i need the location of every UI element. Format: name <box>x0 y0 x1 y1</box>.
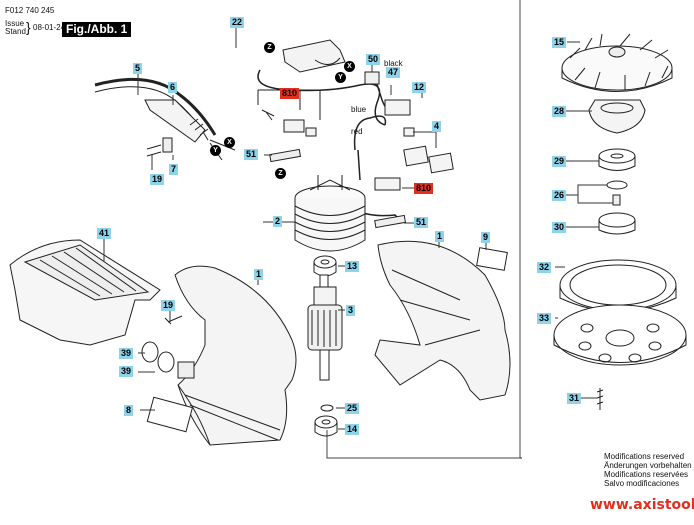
connector-marker-x-cable: X <box>224 137 235 148</box>
ring-32 <box>559 259 677 312</box>
ring-25 <box>320 404 334 412</box>
part-label-4[interactable]: 4 <box>432 121 442 132</box>
armature-3 <box>307 274 343 381</box>
part-label-5[interactable]: 5 <box>133 63 143 74</box>
wire-label-black: black <box>384 59 403 68</box>
connector-marker-z-top: Z <box>264 42 275 53</box>
brush-holder-51b <box>374 214 407 229</box>
connector-marker-y-cable: Y <box>210 145 221 156</box>
terminal-12 <box>384 99 411 116</box>
label-plate-9 <box>476 247 508 271</box>
part-label-12[interactable]: 12 <box>412 82 427 93</box>
website-link[interactable]: www.axistools.ru <box>590 497 694 513</box>
part-label-9[interactable]: 9 <box>481 232 491 243</box>
bearing-29 <box>598 148 636 171</box>
fan-15 <box>561 33 673 92</box>
terminal-12b <box>403 127 415 137</box>
part-label-33[interactable]: 33 <box>537 313 552 324</box>
note-line: Modifications reservées <box>604 470 689 479</box>
part-label-19-b[interactable]: 19 <box>161 300 176 311</box>
wire-label-blue: blue <box>351 105 367 114</box>
connector-marker-x-top: X <box>344 61 355 72</box>
part-label-26[interactable]: 26 <box>552 190 567 201</box>
bearing-13 <box>313 255 337 277</box>
part-label-50[interactable]: 50 <box>366 54 381 65</box>
leader-lines <box>103 26 613 430</box>
seal-30 <box>598 212 636 235</box>
part-label-51-b[interactable]: 51 <box>414 217 429 228</box>
switch-4b <box>428 152 454 174</box>
part-label-47[interactable]: 47 <box>386 67 401 78</box>
part-label-6[interactable]: 6 <box>168 82 178 93</box>
screw-31 <box>596 388 604 410</box>
part-label-13[interactable]: 13 <box>345 261 360 272</box>
housing-half-right <box>374 240 511 401</box>
part-label-31[interactable]: 31 <box>567 393 582 404</box>
dust-box-41 <box>9 239 161 346</box>
part-label-14[interactable]: 14 <box>345 424 360 435</box>
label-plate-8 <box>146 396 194 433</box>
housing-half-left <box>174 265 297 446</box>
connector-50 <box>364 71 380 85</box>
suppressor-kit-810 <box>257 89 321 137</box>
part-label-1-a[interactable]: 1 <box>254 269 264 280</box>
cable-assembly <box>94 77 236 161</box>
part-label-25[interactable]: 25 <box>345 403 360 414</box>
suppressor-810 <box>374 177 401 191</box>
part-label-2[interactable]: 2 <box>273 216 283 227</box>
part-label-30[interactable]: 30 <box>552 222 567 233</box>
part-label-29[interactable]: 29 <box>552 156 567 167</box>
part-label-3[interactable]: 3 <box>346 305 356 316</box>
switch-cover-22 <box>282 39 346 73</box>
note-line: Modifications reserved <box>604 452 685 461</box>
screw-19 <box>164 315 183 325</box>
part-label-39-a[interactable]: 39 <box>119 348 134 359</box>
issue-label: Issue <box>5 19 25 28</box>
o-ring-39a <box>141 341 159 363</box>
part-label-28[interactable]: 28 <box>552 106 567 117</box>
stand-label: Stand <box>5 27 26 36</box>
wire-label-red: red <box>351 127 363 136</box>
figure-title: Fig./Abb. 1 <box>62 22 132 37</box>
o-ring-39b <box>157 351 175 373</box>
part-label-8[interactable]: 8 <box>124 405 134 416</box>
part-label-22[interactable]: 22 <box>230 17 245 28</box>
connector-marker-z-mid: Z <box>275 168 286 179</box>
part-label-810-a[interactable]: 810 <box>280 88 300 99</box>
part-label-41[interactable]: 41 <box>97 228 112 239</box>
switch-4a <box>403 145 429 167</box>
brush-holder-51a <box>269 148 302 163</box>
part-number: F012 740 245 <box>5 6 55 15</box>
note-line: Änderungen vorbehalten <box>604 461 692 470</box>
issue-date: 08-01-24 <box>33 23 66 32</box>
field-coil-2 <box>294 175 366 252</box>
modifications-notes: Modifications reserved Änderungen vorbeh… <box>604 452 692 488</box>
assembly-frame-line <box>326 0 521 459</box>
part-label-1-b[interactable]: 1 <box>435 231 445 242</box>
bracket: } <box>26 19 31 35</box>
connector-marker-y-top: Y <box>335 72 346 83</box>
sanding-pad-33 <box>553 304 687 366</box>
part-label-19-a[interactable]: 19 <box>150 174 165 185</box>
bearing-14 <box>314 415 338 437</box>
part-label-51-a[interactable]: 51 <box>244 149 259 160</box>
washer-26 <box>606 180 628 206</box>
note-line: Salvo modificaciones <box>604 479 680 488</box>
fan-hub-28 <box>588 99 646 134</box>
part-label-32[interactable]: 32 <box>537 262 552 273</box>
part-label-7[interactable]: 7 <box>169 164 179 175</box>
part-label-39-b[interactable]: 39 <box>119 366 134 377</box>
part-label-15[interactable]: 15 <box>552 37 567 48</box>
part-label-810-b[interactable]: 810 <box>414 183 434 194</box>
